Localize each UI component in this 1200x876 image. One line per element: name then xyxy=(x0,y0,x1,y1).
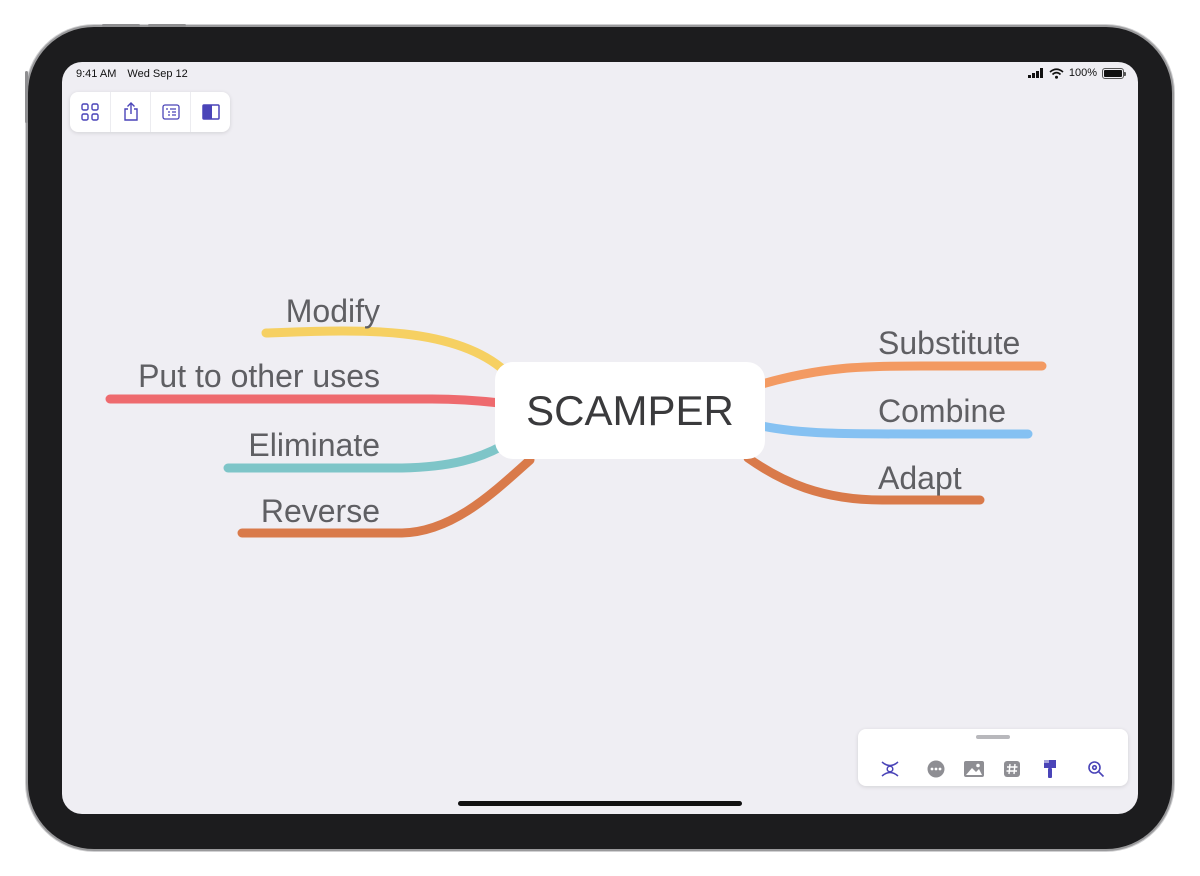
zoom-button[interactable] xyxy=(1084,757,1108,781)
branch-line-substitute xyxy=(757,361,1047,389)
outline-icon xyxy=(161,104,180,120)
volume-button-top xyxy=(102,24,140,27)
more-icon xyxy=(927,760,945,778)
grid-view-button[interactable] xyxy=(70,92,110,132)
branch-line-combine xyxy=(757,421,1033,439)
topic-combine[interactable]: Combine xyxy=(878,393,1007,429)
tag-button[interactable] xyxy=(1000,757,1024,781)
topic-put-to-other-uses[interactable]: Put to other uses xyxy=(138,358,380,394)
relationship-button[interactable] xyxy=(878,757,902,781)
zoom-icon xyxy=(1088,761,1105,778)
status-bar-left: 9:41 AM Wed Sep 12 xyxy=(76,68,188,80)
battery-icon xyxy=(1102,67,1126,79)
branch-line-reverse xyxy=(237,455,535,538)
screen: 9:41 AM Wed Sep 12 100% xyxy=(62,62,1138,814)
topic-modify[interactable]: Modify xyxy=(285,293,380,329)
central-topic[interactable]: SCAMPER xyxy=(495,362,765,459)
style-button[interactable] xyxy=(1038,757,1062,781)
style-brush-icon xyxy=(1044,760,1056,778)
image-button[interactable] xyxy=(962,757,986,781)
sidebar-toggle-icon xyxy=(201,104,220,120)
battery-level xyxy=(1104,69,1122,77)
status-date: Wed Sep 12 xyxy=(127,68,188,80)
grid-view-icon xyxy=(81,103,99,121)
branch-line-eliminate xyxy=(223,441,507,473)
bottom-toolbar xyxy=(858,729,1128,786)
wifi-icon xyxy=(1049,67,1064,79)
volume-button-bottom xyxy=(148,24,186,27)
branch-line-adapt xyxy=(743,453,985,505)
share-icon xyxy=(123,102,138,121)
image-icon xyxy=(964,761,984,777)
cellular-signal-icon xyxy=(1027,68,1043,78)
topic-adapt[interactable]: Adapt xyxy=(878,460,962,496)
status-time: 9:41 AM xyxy=(76,68,117,80)
outline-button[interactable] xyxy=(150,92,190,132)
topic-substitute[interactable]: Substitute xyxy=(878,325,1021,361)
relationship-icon xyxy=(881,761,899,777)
power-button xyxy=(25,71,28,123)
mindmap-canvas xyxy=(105,326,1047,538)
home-indicator[interactable] xyxy=(458,801,742,806)
panel-drag-handle[interactable] xyxy=(976,735,1010,739)
battery-percent: 100% xyxy=(1068,67,1097,79)
status-bar-right: 100% xyxy=(1027,67,1126,79)
topic-reverse[interactable]: Reverse xyxy=(260,493,380,529)
branch-line-put-to-other-uses xyxy=(105,394,505,408)
share-button[interactable] xyxy=(110,92,150,132)
topic-eliminate[interactable]: Eliminate xyxy=(248,427,380,463)
top-toolbar xyxy=(70,92,230,132)
tag-icon xyxy=(1004,761,1020,777)
sidebar-toggle-button[interactable] xyxy=(190,92,230,132)
more-button[interactable] xyxy=(924,757,948,781)
branch-line-modify xyxy=(261,326,510,376)
